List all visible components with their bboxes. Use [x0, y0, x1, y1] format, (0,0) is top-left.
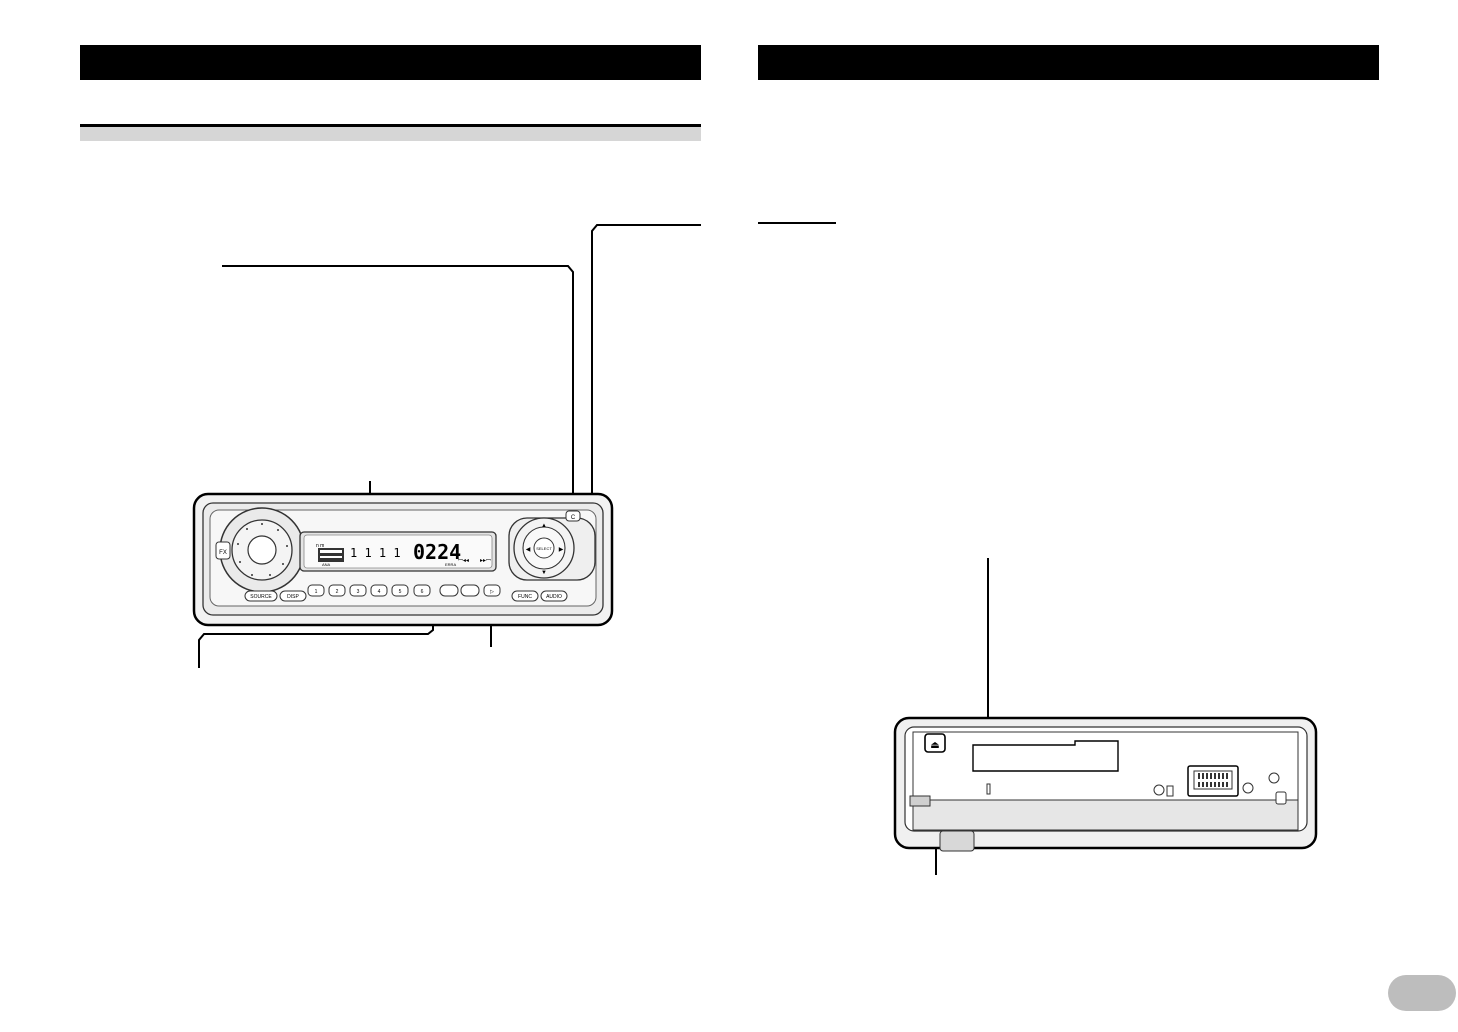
eject-button [924, 733, 946, 753]
svg-text:▸▸ꟷ: ▸▸ꟷ [480, 558, 491, 564]
preset-2-button [328, 584, 346, 597]
select-button-label: SELECT [536, 546, 552, 551]
svg-text:ANA: ANA [322, 562, 331, 567]
right-heading-underline [758, 222, 836, 224]
svg-text:5: 5 [399, 589, 402, 595]
svg-text:SOURCE: SOURCE [250, 594, 272, 600]
left-section-header-bar [80, 45, 701, 80]
preset-6-button [413, 584, 431, 597]
segment-marks: 1 1 1 1 [350, 546, 401, 560]
page-number-pill [1388, 975, 1456, 1011]
detach-button-icon: ▷ [490, 589, 494, 595]
svg-text:AUDIO: AUDIO [546, 594, 562, 600]
connector-port-icon [1187, 765, 1239, 797]
svg-text:FUNC: FUNC [518, 594, 532, 600]
svg-text:3: 3 [357, 589, 360, 595]
oval-button-b [460, 584, 480, 597]
func-button [511, 590, 539, 602]
right-section-header-bar [758, 45, 1379, 80]
joystick-right-icon: ▶ [559, 547, 564, 553]
joystick-down-icon: ▼ [541, 570, 547, 576]
bottom-button-row [244, 584, 568, 602]
head-unit-front-panel: FX n m 1 1 1 1 0224 ꟷ◂◂ ▸▸ꟷ ANA ERRA SEL [192, 492, 614, 627]
clock-button-label: C [571, 515, 576, 521]
oval-button-a [439, 584, 459, 597]
source-button [244, 590, 278, 602]
model-label-window [972, 740, 1119, 772]
svg-text:2: 2 [336, 589, 339, 595]
clock-button [565, 510, 581, 522]
svg-text:n m: n m [316, 543, 324, 549]
preset-4-button [370, 584, 388, 597]
preset-5-button [391, 584, 409, 597]
svg-text:DISP: DISP [287, 594, 299, 600]
multi-control-joystick: SELECT ▲ ▼ ◀ ▶ [508, 517, 596, 581]
svg-text:ERRA: ERRA [445, 562, 456, 567]
fx-button-label: FX [219, 550, 227, 556]
joystick-left-icon: ◀ [526, 547, 531, 553]
time-display: 0224 [413, 540, 461, 564]
detach-button [483, 584, 501, 597]
svg-text:1: 1 [315, 589, 318, 595]
audio-button [540, 590, 568, 602]
svg-text:4: 4 [378, 589, 381, 595]
callout-line-clock-button [222, 265, 574, 512]
preset-1-button [307, 584, 325, 597]
svg-text:6: 6 [421, 589, 424, 595]
eject-icon: ⏏ [930, 740, 939, 751]
preset-3-button [349, 584, 367, 597]
joystick-up-icon: ▲ [541, 523, 547, 529]
svg-text:ꟷ◂◂: ꟷ◂◂ [458, 558, 469, 564]
left-subsection-header-bar [80, 124, 701, 141]
lcd-display: n m 1 1 1 1 0224 ꟷ◂◂ ▸▸ꟷ ANA ERRA [299, 531, 497, 572]
chassis-front-illustration: ⏏ [893, 716, 1318, 852]
fx-button [215, 541, 231, 560]
disp-button [279, 590, 307, 602]
volume-knob-icon [219, 507, 305, 593]
